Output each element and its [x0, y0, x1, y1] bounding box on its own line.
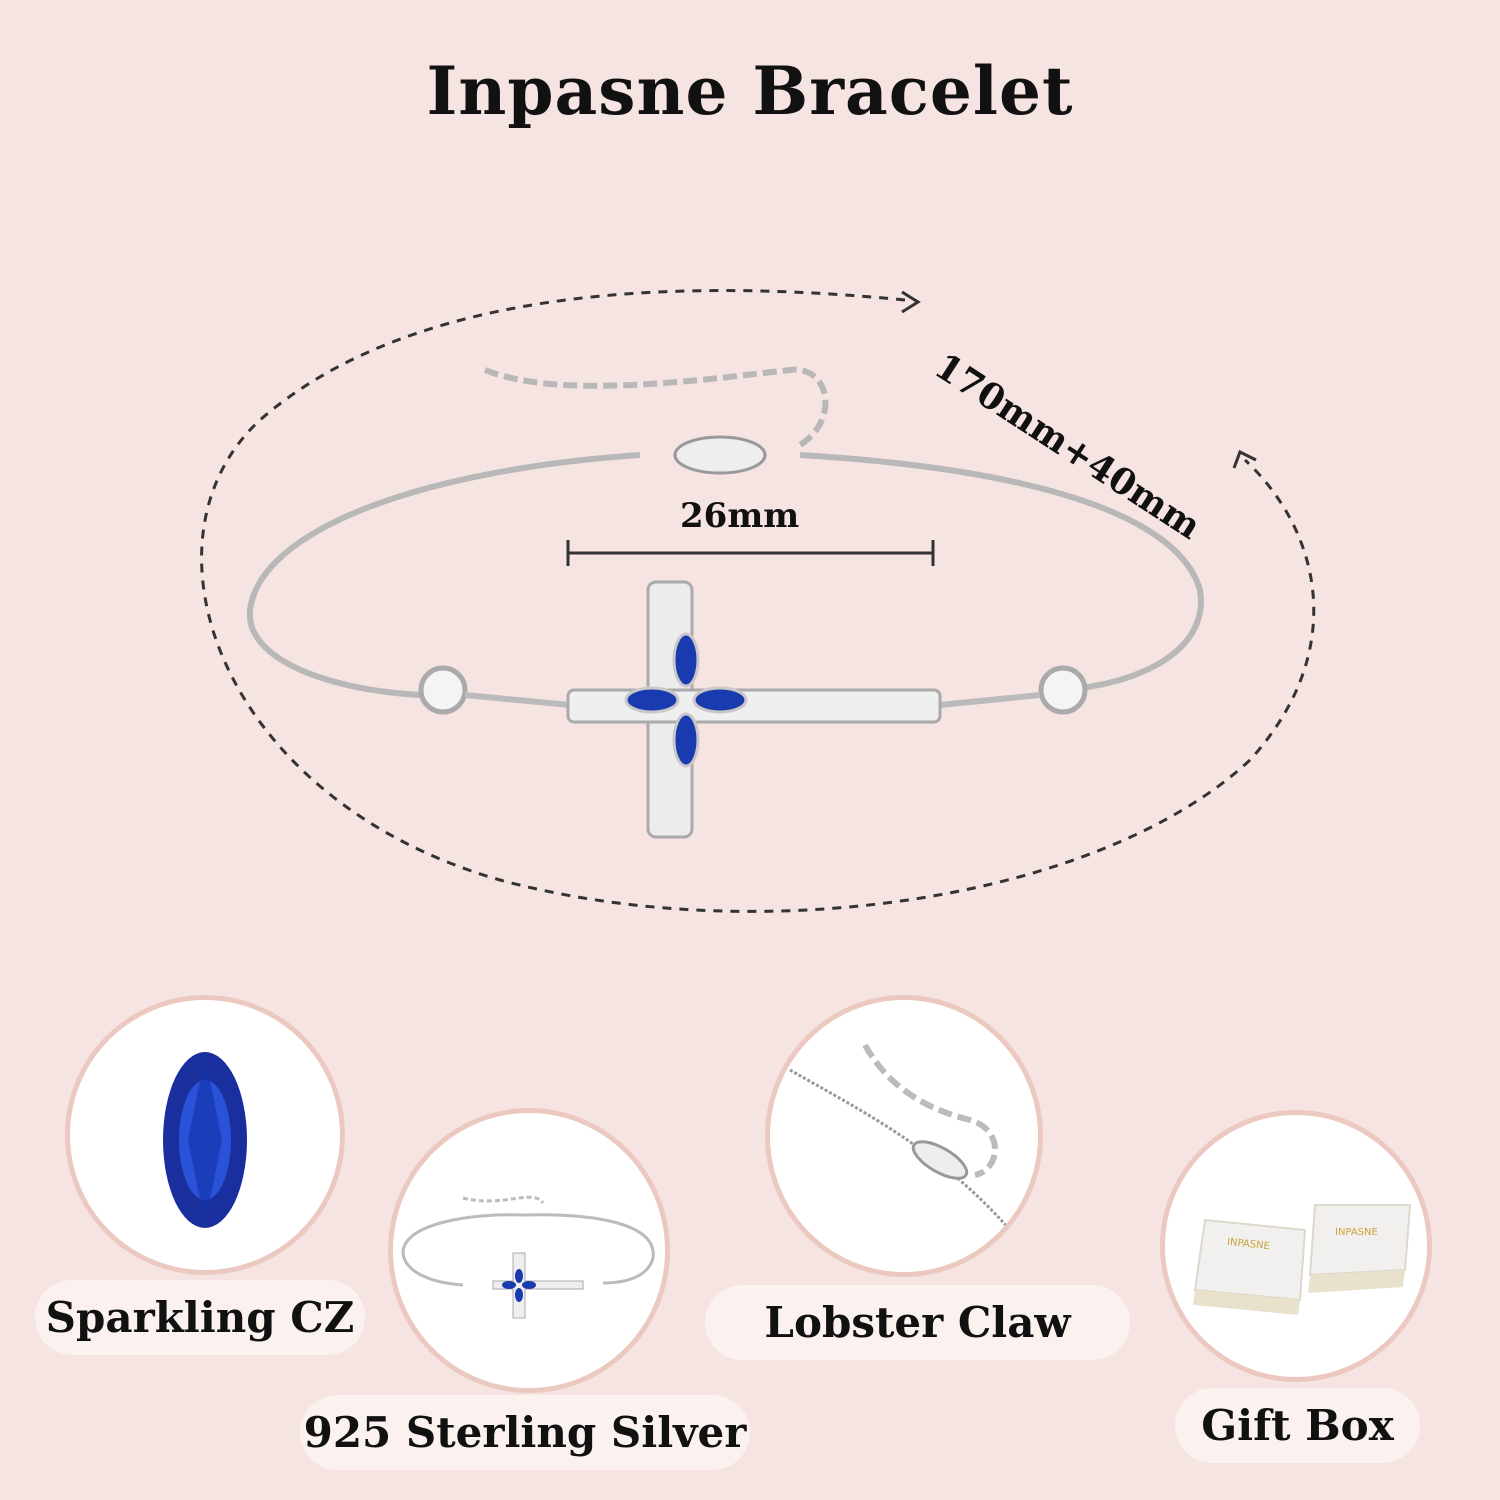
pendant-width-label: 26mm — [680, 496, 800, 536]
cross-horizontal — [566, 688, 942, 724]
gift-box-brand: INPASNE — [1335, 1227, 1378, 1238]
gift-box-icon — [1193, 1204, 1412, 1315]
feature-circle-clasp — [765, 995, 1043, 1277]
arrow-head-icon — [1232, 449, 1257, 469]
feature-label: 925 Sterling Silver — [300, 1395, 750, 1470]
extender-chain — [483, 366, 829, 448]
marquise-gem-icon — [163, 1052, 247, 1228]
chain-left — [246, 452, 641, 698]
arrow-head-icon — [901, 290, 921, 314]
chain-right — [799, 452, 1204, 693]
cz-stone-left — [418, 665, 468, 715]
lobster-clasp-icon — [789, 1043, 1012, 1231]
length-dashed-ellipse — [200, 289, 1316, 913]
page-title: Inpasne Bracelet — [426, 52, 1074, 130]
feature-label: Lobster Claw — [705, 1285, 1130, 1360]
bracelet-illustration — [200, 289, 1316, 913]
feature-label: Gift Box — [1175, 1388, 1420, 1463]
lobster-clasp — [673, 435, 767, 475]
pendant-width-measure — [566, 540, 935, 566]
feature-circle-giftbox: INPASNE INPASNE — [1160, 1110, 1432, 1382]
sapphire-petals — [624, 632, 748, 768]
feature-circle-gem — [65, 995, 345, 1275]
feature-label: Sparkling CZ — [35, 1280, 365, 1355]
feature-circle-silver — [388, 1108, 670, 1393]
bracelet-thumbnail-icon — [401, 1195, 655, 1319]
cz-stone-right — [1038, 665, 1088, 715]
